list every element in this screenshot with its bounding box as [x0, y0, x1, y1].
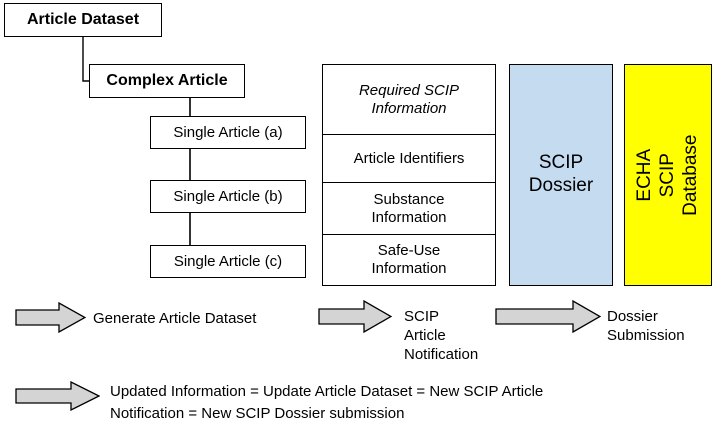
store-scip-dossier-label: SCIP Dossier: [528, 152, 594, 196]
scip-row-safe-use-information[interactable]: Safe-Use Information: [323, 235, 495, 285]
caption-dossier-submission: Dossier Submission: [607, 308, 685, 344]
node-complex-article-label: Complex Article: [106, 71, 228, 89]
node-single-article-c[interactable]: Single Article (c): [150, 245, 306, 278]
node-single-article-b-label: Single Article (b): [173, 187, 283, 205]
arrow-updated-information-icon: [15, 381, 100, 411]
scip-row-article-identifiers-label: Article Identifiers: [353, 149, 465, 167]
scip-row-substance-information[interactable]: Substance Information: [323, 183, 495, 235]
node-complex-article[interactable]: Complex Article: [89, 64, 245, 98]
node-single-article-a[interactable]: Single Article (a): [150, 116, 306, 149]
scip-table-header-label: Required SCIP Information: [358, 81, 460, 117]
scip-table-header-row: Required SCIP Information: [323, 65, 495, 135]
caption-updated-information: Updated Information = Update Article Dat…: [110, 383, 544, 422]
node-single-article-c-label: Single Article (c): [173, 252, 283, 270]
store-echa-scip-database[interactable]: ECHA SCIP Database: [624, 64, 712, 286]
store-scip-dossier[interactable]: SCIP Dossier: [509, 64, 613, 286]
arrow-dossier-submission-icon: [495, 300, 601, 333]
caption-scip-article-notification: SCIP Article Notification: [404, 308, 479, 363]
node-single-article-a-label: Single Article (a): [173, 123, 283, 141]
scip-row-substance-information-label: Substance Information: [371, 190, 447, 226]
caption-generate-article-dataset: Generate Article Dataset: [93, 310, 257, 327]
scip-information-table: Required SCIP Information Article Identi…: [322, 64, 496, 286]
arrow-generate-article-dataset-icon: [15, 302, 86, 333]
node-single-article-b[interactable]: Single Article (b): [150, 180, 306, 213]
arrow-scip-article-notification-icon: [318, 300, 392, 333]
store-echa-scip-database-label: ECHA SCIP Database: [633, 134, 701, 216]
node-article-dataset[interactable]: Article Dataset: [4, 3, 162, 37]
node-article-dataset-label: Article Dataset: [26, 10, 140, 28]
scip-row-safe-use-information-label: Safe-Use Information: [371, 242, 447, 277]
scip-row-article-identifiers[interactable]: Article Identifiers: [323, 135, 495, 183]
